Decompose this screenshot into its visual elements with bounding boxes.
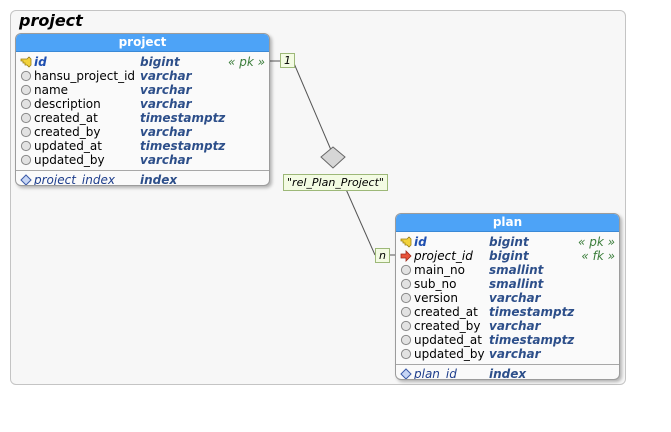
- column-name: description: [34, 97, 101, 111]
- column-row-created-by[interactable]: created_by varchar: [16, 125, 269, 139]
- multiplicity-one: 1: [280, 53, 295, 68]
- index-separator: [16, 170, 269, 171]
- index-name: project_index: [34, 173, 115, 186]
- foreign-key-icon: [400, 250, 412, 262]
- table-header[interactable]: plan: [396, 214, 619, 232]
- column-type: varchar: [489, 319, 541, 333]
- table-plan[interactable]: plan id bigint « pk » project_id bigint « fk …: [395, 213, 620, 380]
- column-name: id: [34, 55, 47, 69]
- column-row-id[interactable]: id bigint « pk »: [396, 235, 619, 249]
- column-type: bigint: [140, 55, 180, 69]
- column-type: varchar: [140, 83, 192, 97]
- column-type: varchar: [489, 347, 541, 361]
- column-icon: [20, 154, 32, 166]
- column-icon: [400, 292, 412, 304]
- column-name: id: [414, 235, 427, 249]
- multiplicity-many: n: [375, 248, 390, 263]
- column-name: created_by: [34, 125, 101, 139]
- column-name: updated_by: [34, 153, 105, 167]
- column-type: varchar: [140, 125, 192, 139]
- column-name: sub_no: [414, 277, 457, 291]
- relation-line-upper-diag[interactable]: [292, 60, 332, 151]
- column-name: updated_by: [414, 347, 485, 361]
- table-header[interactable]: project: [16, 34, 269, 52]
- column-row-updated-at[interactable]: updated_at timestamptz: [16, 139, 269, 153]
- column-row-version[interactable]: version varchar: [396, 291, 619, 305]
- column-row-project-id[interactable]: project_id bigint « fk »: [396, 249, 619, 263]
- column-icon: [400, 264, 412, 276]
- relation-diamond[interactable]: [320, 146, 346, 169]
- column-name: created_by: [414, 319, 481, 333]
- column-row-main-no[interactable]: main_no smallint: [396, 263, 619, 277]
- column-type: bigint: [489, 235, 529, 249]
- primary-key-icon: [400, 236, 412, 248]
- column-type: varchar: [140, 69, 192, 83]
- index-name: plan_id: [414, 367, 457, 380]
- column-icon: [20, 98, 32, 110]
- column-name: project_id: [414, 249, 473, 263]
- index-separator: [396, 364, 619, 365]
- column-icon: [20, 70, 32, 82]
- column-type: varchar: [140, 153, 192, 167]
- column-icon: [400, 334, 412, 346]
- column-row-updated-at[interactable]: updated_at timestamptz: [396, 333, 619, 347]
- column-icon: [20, 112, 32, 124]
- column-type: bigint: [489, 249, 529, 263]
- column-key: « pk »: [577, 235, 615, 249]
- column-type: varchar: [140, 97, 192, 111]
- index-type: index: [140, 173, 178, 186]
- column-row-updated-by[interactable]: updated_by varchar: [396, 347, 619, 361]
- column-row-created-at[interactable]: created_at timestamptz: [396, 305, 619, 319]
- index-icon: [20, 174, 32, 185]
- index-icon: [400, 368, 412, 379]
- column-icon: [20, 126, 32, 138]
- relation-label[interactable]: "rel_Plan_Project": [283, 174, 388, 191]
- column-type: timestamptz: [489, 333, 575, 347]
- group-title: project: [19, 11, 83, 30]
- column-name: updated_at: [414, 333, 482, 347]
- column-icon: [400, 278, 412, 290]
- column-row-hansu-project-id[interactable]: hansu_project_id varchar: [16, 69, 269, 83]
- index-list: project_index index: [16, 171, 269, 186]
- primary-key-icon: [20, 56, 32, 68]
- relation-line-lower-diag[interactable]: [344, 186, 376, 256]
- column-name: created_at: [34, 111, 98, 125]
- column-row-description[interactable]: description varchar: [16, 97, 269, 111]
- column-key: « pk »: [227, 55, 265, 69]
- column-name: updated_at: [34, 139, 102, 153]
- column-type: timestamptz: [489, 305, 575, 319]
- column-row-id[interactable]: id bigint « pk »: [16, 55, 269, 69]
- column-icon: [400, 348, 412, 360]
- index-row[interactable]: plan_id index: [396, 367, 619, 380]
- column-key: « fk »: [581, 249, 615, 263]
- column-type: timestamptz: [140, 111, 226, 125]
- column-name: created_at: [414, 305, 478, 319]
- column-row-created-by[interactable]: created_by varchar: [396, 319, 619, 333]
- column-name: main_no: [414, 263, 465, 277]
- column-row-created-at[interactable]: created_at timestamptz: [16, 111, 269, 125]
- column-icon: [20, 84, 32, 96]
- column-type: smallint: [489, 263, 544, 277]
- column-row-name[interactable]: name varchar: [16, 83, 269, 97]
- column-name: name: [34, 83, 69, 97]
- column-icon: [20, 140, 32, 152]
- column-name: hansu_project_id: [34, 69, 136, 83]
- column-type: smallint: [489, 277, 544, 291]
- column-type: timestamptz: [140, 139, 226, 153]
- column-icon: [400, 320, 412, 332]
- column-row-updated-by[interactable]: updated_by varchar: [16, 153, 269, 167]
- index-row[interactable]: project_index index: [16, 173, 269, 186]
- index-list: plan_id index: [396, 365, 619, 380]
- column-type: varchar: [489, 291, 541, 305]
- column-icon: [400, 306, 412, 318]
- column-row-sub-no[interactable]: sub_no smallint: [396, 277, 619, 291]
- index-type: index: [489, 367, 527, 380]
- column-name: version: [414, 291, 458, 305]
